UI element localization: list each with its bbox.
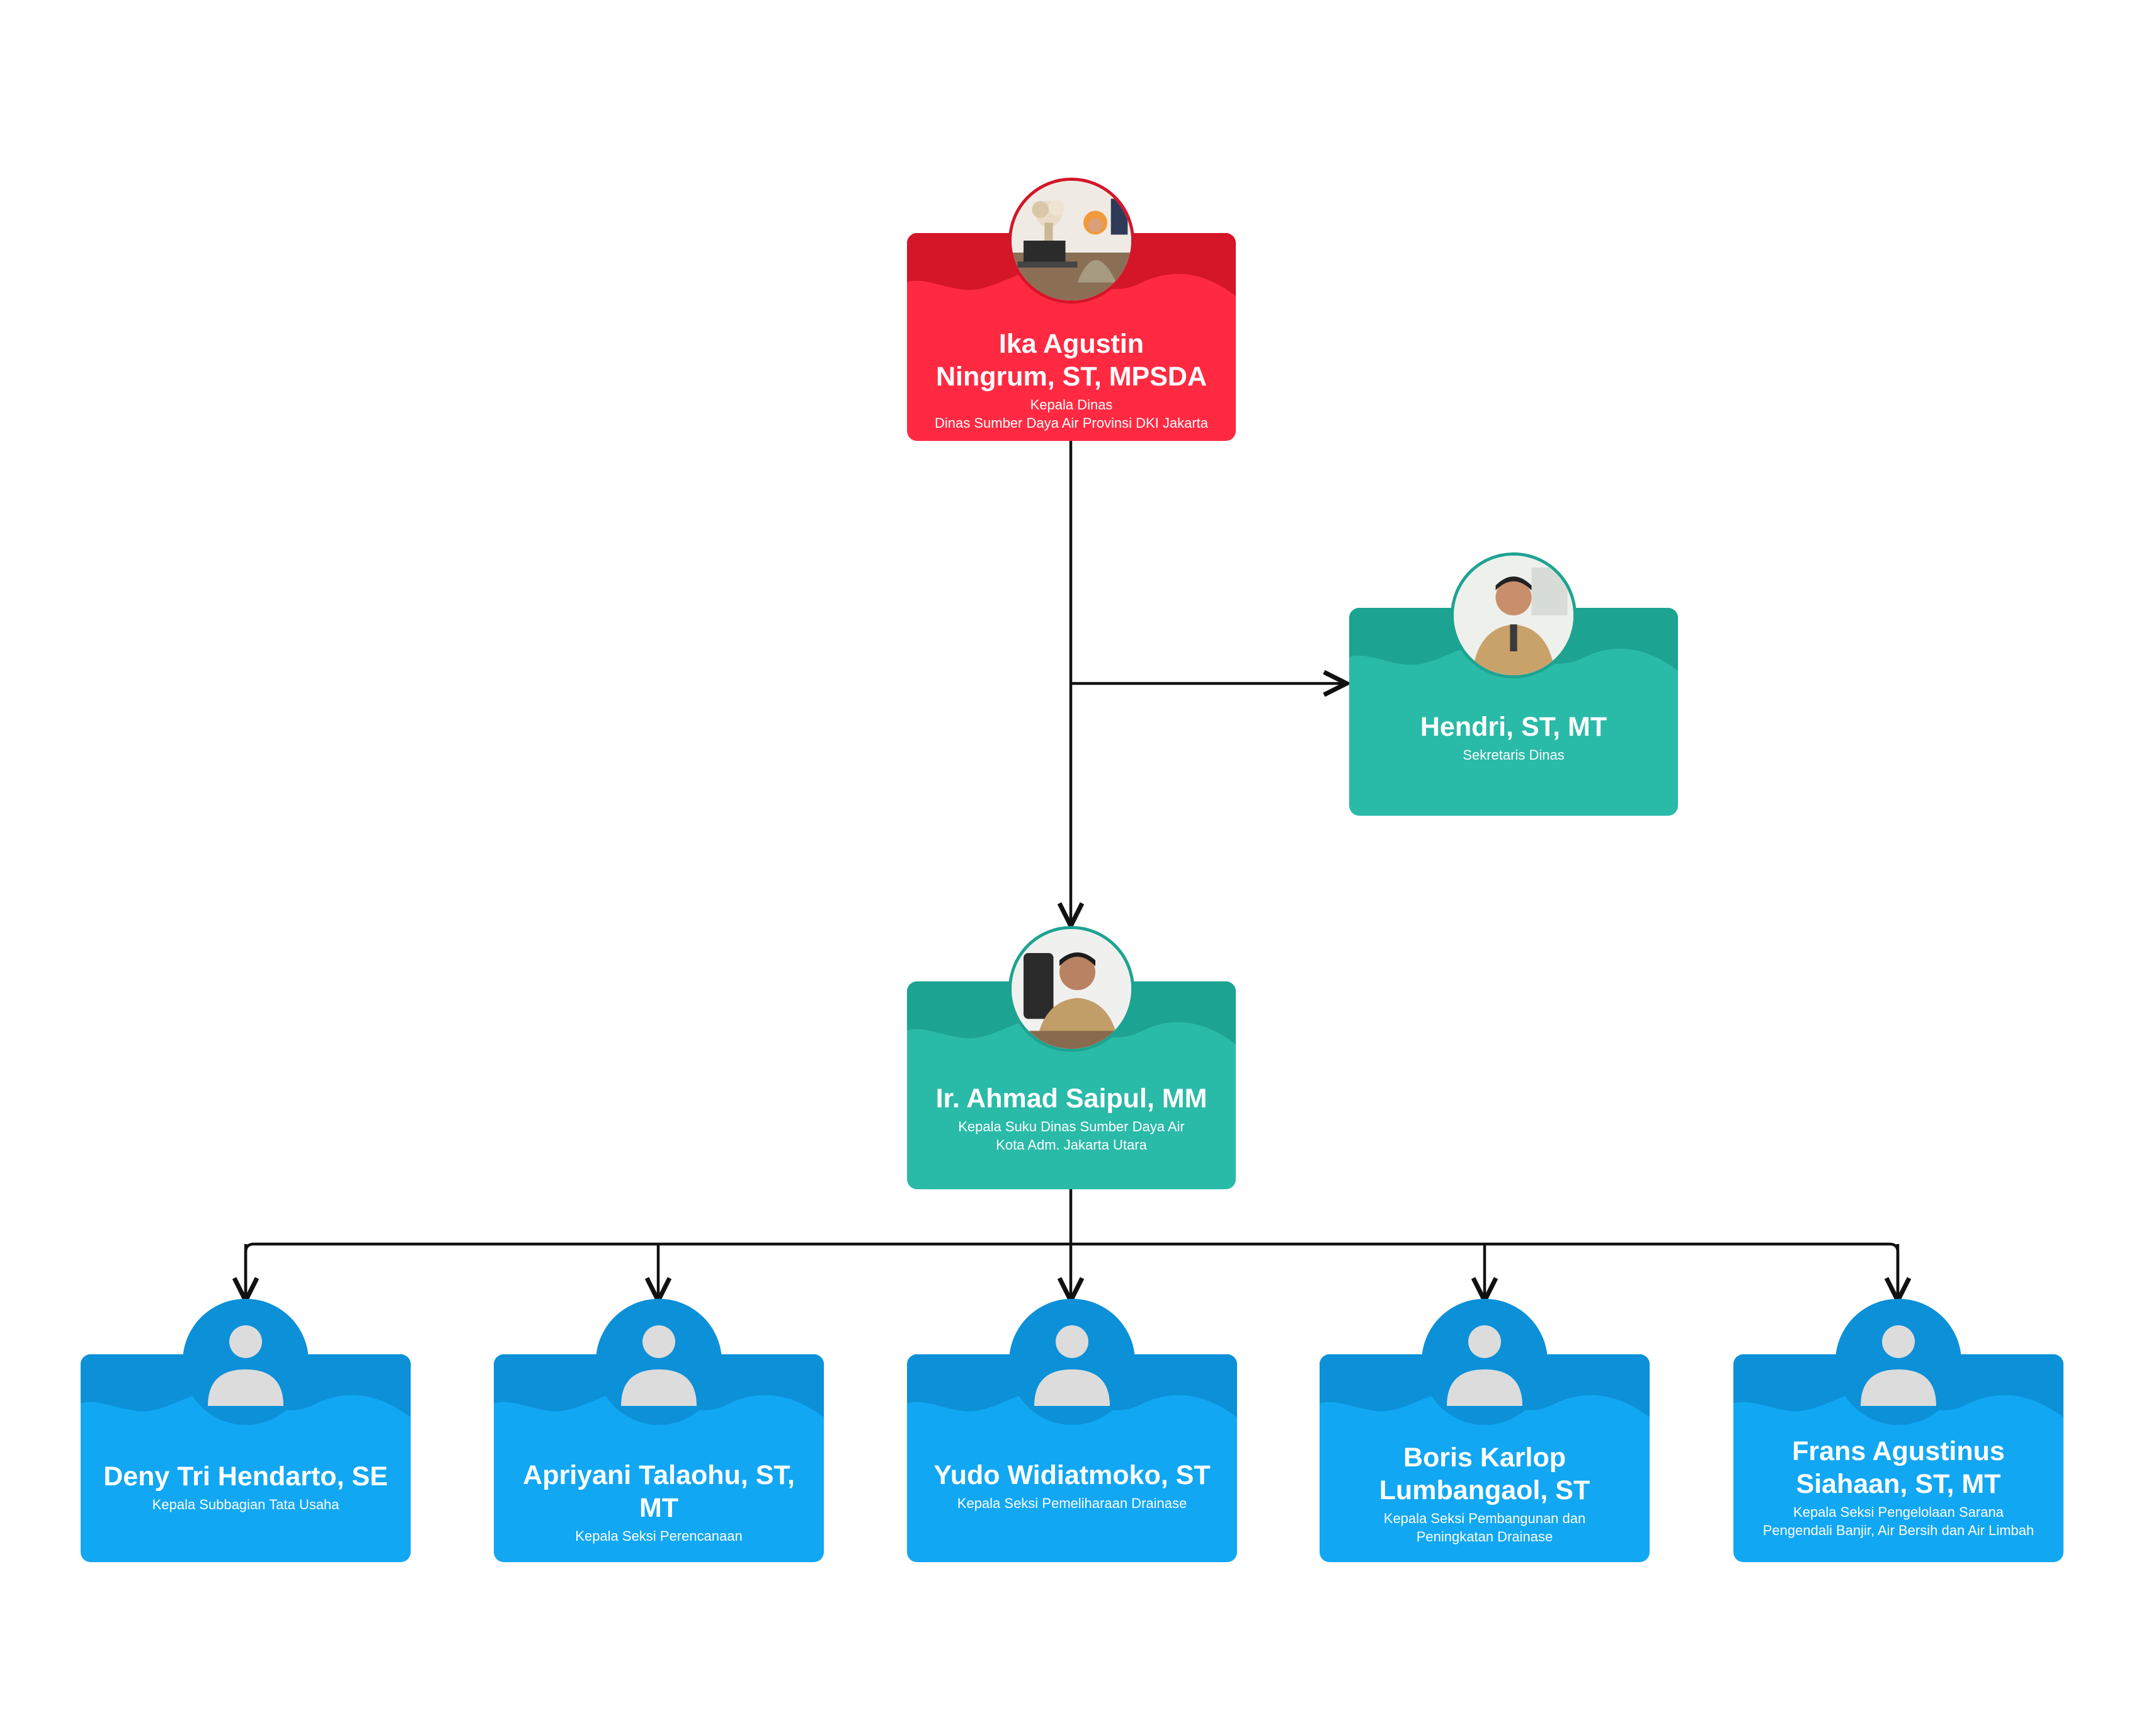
office-photo-icon (1008, 178, 1134, 304)
staff-4-name: Boris Karlop Lumbangaol, ST (1379, 1442, 1590, 1505)
card-head: Ika Agustin Ningrum, ST, MPSDA Kepala Di… (907, 178, 1236, 441)
user-placeholder-icon (596, 1299, 722, 1425)
portrait-photo-icon (1451, 552, 1577, 678)
user-placeholder-icon (183, 1299, 309, 1425)
secretary-name: Hendri, ST, MT (1420, 712, 1607, 742)
user-placeholder-icon (1009, 1299, 1135, 1425)
staff-5-name: Frans Agustinus Siahaan, ST, MT (1792, 1436, 2005, 1499)
user-placeholder-icon (1835, 1299, 1961, 1425)
secretary-role: Sekretaris Dinas (1463, 747, 1565, 763)
portrait-photo-icon (1008, 926, 1134, 1052)
staff-4-role: Kepala Seksi Pembangunan dan Peningkatan… (1383, 1510, 1586, 1545)
card-staff-2: Apriyani Talaohu, ST, MT Kepala Seksi Pe… (494, 1299, 824, 1562)
card-secretary: Hendri, ST, MT Sekretaris Dinas (1349, 552, 1678, 816)
card-staff-1: Deny Tri Hendarto, SE Kepala Subbagian T… (81, 1299, 411, 1562)
card-staff-3: Yudo Widiatmoko, ST Kepala Seksi Pemelih… (907, 1299, 1237, 1562)
staff-2-name: Apriyani Talaohu, ST, MT (523, 1460, 795, 1523)
suku-dinas-name: Ir. Ahmad Saipul, MM (935, 1083, 1207, 1114)
card-staff-4: Boris Karlop Lumbangaol, ST Kepala Seksi… (1320, 1299, 1650, 1562)
staff-3-role: Kepala Seksi Pemeliharaan Drainase (957, 1495, 1187, 1511)
head-role: Kepala Dinas Dinas Sumber Daya Air Provi… (934, 397, 1209, 431)
staff-1-name: Deny Tri Hendarto, SE (103, 1461, 388, 1492)
card-suku-dinas: Ir. Ahmad Saipul, MM Kepala Suku Dinas S… (907, 926, 1236, 1189)
staff-5-role: Kepala Seksi Pengelolaan Sarana Pengenda… (1762, 1504, 2034, 1538)
card-staff-5: Frans Agustinus Siahaan, ST, MT Kepala S… (1733, 1299, 2063, 1562)
user-placeholder-icon (1422, 1299, 1548, 1425)
suku-dinas-role: Kepala Suku Dinas Sumber Daya Air Kota A… (958, 1119, 1185, 1153)
staff-2-role: Kepala Seksi Perencanaan (575, 1528, 743, 1544)
staff-1-role: Kepala Subbagian Tata Usaha (152, 1497, 340, 1512)
head-name: Ika Agustin Ningrum, ST, MPSDA (935, 329, 1207, 392)
staff-3-name: Yudo Widiatmoko, ST (933, 1460, 1211, 1490)
